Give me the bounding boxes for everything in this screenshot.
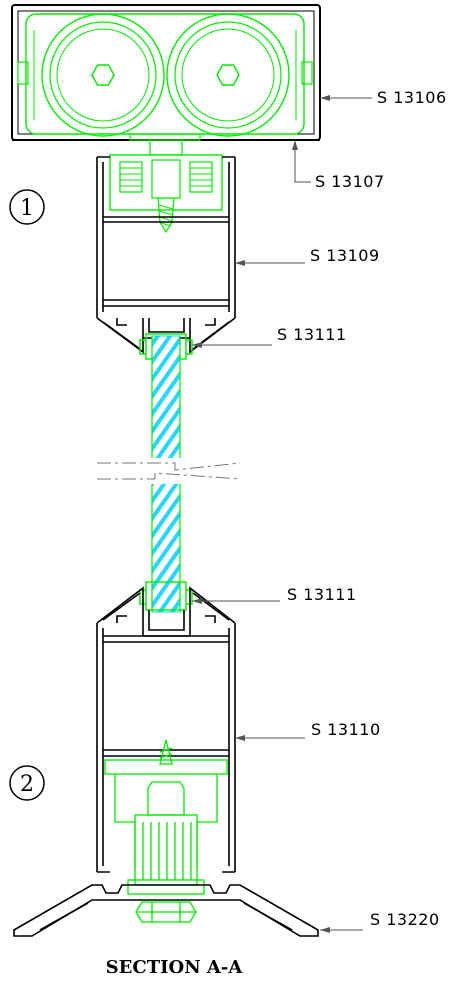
callout-2: S 13107 — [292, 140, 385, 191]
callout-4: S 13111 — [192, 325, 347, 348]
bottom-guide — [104, 739, 228, 895]
svg-text:S 13109: S 13109 — [310, 246, 380, 265]
callout-7: S 13220 — [320, 910, 440, 933]
callout-6: S 13110 — [235, 720, 381, 741]
top-door-profile — [96, 156, 236, 354]
svg-text:1: 1 — [20, 196, 34, 221]
callout-5: S 13111 — [192, 585, 357, 604]
svg-text:2: 2 — [20, 772, 34, 797]
marker-2: 2 — [9, 765, 45, 801]
bottom-nut — [135, 901, 197, 923]
right-wheel — [166, 13, 290, 137]
left-wheel — [41, 13, 165, 137]
svg-text:S 13110: S 13110 — [311, 720, 381, 739]
svg-text:S 13220: S 13220 — [370, 910, 440, 929]
svg-text:S 13111: S 13111 — [287, 585, 357, 604]
top-track — [11, 4, 321, 141]
bottom-door-profile — [96, 586, 236, 873]
svg-text:S 13111: S 13111 — [277, 325, 347, 344]
svg-text:S 13107: S 13107 — [315, 172, 385, 191]
bottom-track — [13, 884, 319, 937]
hanger-bracket — [109, 139, 223, 234]
break-line — [95, 458, 245, 484]
callout-3: S 13109 — [235, 246, 380, 266]
marker-1: 1 — [9, 189, 45, 225]
callout-1: S 13106 — [320, 88, 447, 107]
svg-text:S 13106: S 13106 — [377, 88, 447, 107]
section-title: SECTION A-A — [106, 957, 244, 978]
